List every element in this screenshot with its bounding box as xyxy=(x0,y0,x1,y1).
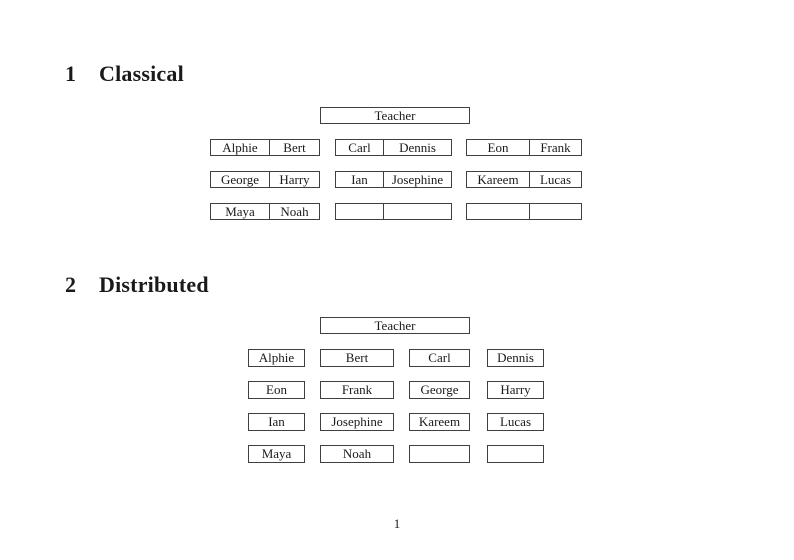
desk: Carl Dennis xyxy=(335,139,452,156)
seat-box: Harry xyxy=(487,381,544,399)
seat-box: George xyxy=(409,381,470,399)
seat-name: Eon xyxy=(266,382,287,397)
desk xyxy=(335,203,452,220)
seat-name: Dennis xyxy=(399,139,436,155)
seat-cell: Frank xyxy=(529,140,581,155)
seat-name: Harry xyxy=(500,382,531,397)
page-number: 1 xyxy=(393,516,401,531)
teacher-label: Teacher xyxy=(374,107,416,123)
seat-name: Kareem xyxy=(418,414,461,429)
seat-name: Noah xyxy=(342,446,372,461)
seat-box: Noah xyxy=(320,445,394,463)
desk: Ian Josephine xyxy=(335,171,452,188)
section-heading-distributed: 2 Distributed xyxy=(65,273,209,296)
seat-name: Alphie xyxy=(258,350,295,365)
desk: Maya Noah xyxy=(210,203,320,220)
seat-cell: Josephine xyxy=(383,172,451,187)
seat-name: Bert xyxy=(345,350,369,365)
seat-box: Eon xyxy=(248,381,305,399)
seat-cell: George xyxy=(211,172,269,187)
seat-name: Harry xyxy=(279,171,310,187)
seat-cell: Noah xyxy=(269,204,319,219)
seat-box: Frank xyxy=(320,381,394,399)
desk: Eon Frank xyxy=(466,139,582,156)
seat-name: Frank xyxy=(341,382,373,397)
seat-name: Carl xyxy=(428,350,451,365)
seat-name: Frank xyxy=(540,139,571,155)
teacher-label: Teacher xyxy=(374,317,416,333)
seat-cell: Carl xyxy=(336,140,383,155)
seat-box: Carl xyxy=(409,349,470,367)
section-number: 1 xyxy=(65,61,77,86)
seat-name: Alphie xyxy=(222,139,258,155)
seat-box xyxy=(409,445,470,463)
seat-box xyxy=(487,445,544,463)
seat-cell: Ian xyxy=(336,172,383,187)
desk: Kareem Lucas xyxy=(466,171,582,188)
seat-cell: Dennis xyxy=(383,140,451,155)
seat-name: Noah xyxy=(280,203,309,219)
seat-name: Bert xyxy=(283,139,306,155)
seat-name: Maya xyxy=(261,446,292,461)
section-number: 2 xyxy=(65,272,77,297)
desk xyxy=(466,203,582,220)
desk: George Harry xyxy=(210,171,320,188)
seat-cell: Kareem xyxy=(467,172,529,187)
seat-cell xyxy=(383,204,451,219)
desk: Alphie Bert xyxy=(210,139,320,156)
seat-box: Alphie xyxy=(248,349,305,367)
seat-cell xyxy=(336,204,383,219)
seat-box: Ian xyxy=(248,413,305,431)
seat-name: Ian xyxy=(268,414,285,429)
seat-name: Kareem xyxy=(477,171,519,187)
seat-name: Josephine xyxy=(391,171,444,187)
teacher-box: Teacher xyxy=(320,317,470,334)
seat-box: Dennis xyxy=(487,349,544,367)
seat-box: Kareem xyxy=(409,413,470,431)
seat-name: Lucas xyxy=(499,414,532,429)
seat-name: George xyxy=(220,171,260,187)
seat-name: Ian xyxy=(351,171,368,187)
seat-cell: Alphie xyxy=(211,140,269,155)
seat-cell: Maya xyxy=(211,204,269,219)
seat-name: Carl xyxy=(348,139,371,155)
seat-box: Lucas xyxy=(487,413,544,431)
seat-name: George xyxy=(420,382,459,397)
seat-name: Eon xyxy=(487,139,509,155)
section-title: Distributed xyxy=(99,272,209,297)
section-heading-classical: 1 Classical xyxy=(65,62,184,85)
seat-name: Maya xyxy=(225,203,255,219)
seat-cell: Bert xyxy=(269,140,319,155)
seat-box: Maya xyxy=(248,445,305,463)
seat-box: Josephine xyxy=(320,413,394,431)
seat-cell: Lucas xyxy=(529,172,581,187)
seat-cell: Harry xyxy=(269,172,319,187)
seat-name: Josephine xyxy=(331,414,383,429)
seat-box: Bert xyxy=(320,349,394,367)
seat-cell: Eon xyxy=(467,140,529,155)
seat-cell xyxy=(467,204,529,219)
section-title: Classical xyxy=(99,61,184,86)
seat-name: Dennis xyxy=(497,350,534,365)
teacher-box: Teacher xyxy=(320,107,470,124)
seat-name: Lucas xyxy=(539,171,572,187)
seat-cell xyxy=(529,204,581,219)
